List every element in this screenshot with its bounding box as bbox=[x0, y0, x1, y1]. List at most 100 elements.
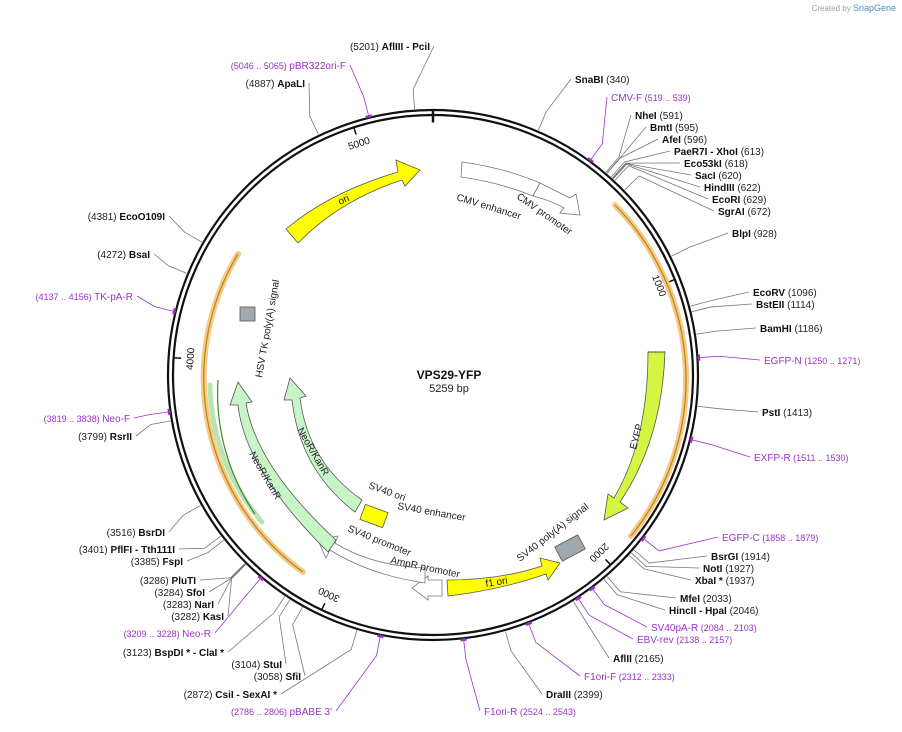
site-leader-line bbox=[631, 552, 700, 569]
tick-label: 5000 bbox=[347, 135, 372, 152]
leader-lines bbox=[133, 45, 761, 712]
primer-binding-mark bbox=[365, 114, 373, 119]
orf-highlight-neo-line bbox=[203, 253, 304, 573]
site-leader-line bbox=[308, 82, 319, 135]
restriction-site-label: BstEII (1114) bbox=[756, 300, 815, 311]
site-leader-line bbox=[605, 114, 632, 173]
neo-outer-arrow bbox=[229, 381, 337, 553]
primer-binding-mark bbox=[589, 585, 596, 592]
feature-label-hsv-tk-polya: HSV TK poly(A) signal bbox=[254, 279, 282, 379]
restriction-site-label: MfeI (2033) bbox=[680, 594, 732, 605]
primer-label: EBV-rev (2138 .. 2157) bbox=[637, 635, 732, 646]
site-leader-line bbox=[186, 539, 225, 562]
site-leader-line bbox=[603, 579, 666, 611]
backbone-outer bbox=[166, 108, 700, 642]
primer-leader-line bbox=[590, 586, 648, 628]
tick-mark bbox=[353, 127, 357, 135]
primer-leader-line bbox=[214, 576, 263, 634]
site-leader-line bbox=[280, 630, 358, 695]
restriction-site-label: (3401) PflFI - Tth111I bbox=[79, 545, 175, 556]
f1-ori-arrow bbox=[446, 557, 561, 597]
primer-label: (3209 .. 3228) Neo-R bbox=[124, 629, 211, 640]
primer-leader-line bbox=[335, 634, 382, 712]
primer-leader-line bbox=[588, 96, 608, 162]
restriction-site-label: (3282) KasI bbox=[171, 612, 224, 623]
primer-leader-line bbox=[349, 64, 370, 119]
site-leader-line bbox=[612, 163, 692, 179]
ampr-promoter-arrow bbox=[411, 575, 443, 601]
orf-highlight-inner-line bbox=[217, 379, 256, 515]
site-leader-line bbox=[696, 327, 757, 335]
primer-binding-mark bbox=[460, 638, 467, 642]
site-leader-line bbox=[612, 162, 681, 179]
primer-binding-mark bbox=[172, 307, 177, 315]
restriction-site-label: (4887) ApaLI bbox=[246, 79, 306, 90]
primer-binding-mark bbox=[257, 575, 264, 582]
primer-leader-line bbox=[641, 536, 719, 552]
site-leader-line bbox=[573, 601, 610, 659]
site-leader-line bbox=[697, 405, 759, 413]
site-leader-line bbox=[135, 420, 171, 437]
site-leader-line bbox=[633, 549, 708, 564]
cmv-enhancer-arc bbox=[460, 161, 541, 197]
restriction-site-label: (3058) SfiI bbox=[254, 672, 301, 683]
site-leader-line bbox=[690, 291, 750, 307]
restriction-site-label: SgrAI (672) bbox=[718, 207, 771, 218]
primer-label: EGFP-C (1858 .. 1879) bbox=[722, 533, 818, 544]
primer-leader-line bbox=[689, 438, 751, 458]
restriction-site-label: SnaBI (340) bbox=[575, 75, 629, 86]
restriction-site-label: (3123) BspDI * - ClaI * bbox=[123, 648, 224, 659]
restriction-site-label: (4381) EcoO109I bbox=[88, 212, 165, 223]
sv40-polya-box bbox=[554, 534, 586, 562]
site-leader-line bbox=[610, 150, 671, 178]
snapgene-watermark: Created by SnapGene bbox=[811, 3, 896, 13]
restriction-site-label: (2872) CsiI - SexAI * bbox=[184, 690, 277, 701]
primer-label: (2786 .. 2806) pBABE 3' bbox=[231, 707, 332, 718]
feature-label-sv40-enhancer: SV40 enhancer bbox=[396, 501, 466, 524]
feature-label-f1-ori: f1 ori bbox=[485, 576, 509, 590]
site-leader-line bbox=[199, 563, 246, 581]
primer-label: (3819 .. 3838) Neo-F bbox=[44, 414, 130, 425]
restriction-site-label: AflII (2165) bbox=[613, 654, 664, 665]
site-leader-line bbox=[613, 163, 701, 188]
feature-label-sv40-ori: SV40 ori bbox=[367, 480, 407, 503]
primer-leader-line bbox=[527, 621, 581, 677]
restriction-site-label: (3516) BsrDI bbox=[107, 528, 166, 539]
site-leader-line bbox=[292, 607, 306, 677]
restriction-site-label: PaeR7I - XhoI (613) bbox=[674, 147, 764, 158]
restriction-site-label: (3104) StuI bbox=[231, 660, 282, 671]
sv40-ori-box bbox=[359, 503, 389, 529]
restriction-site-label: (3799) RsrII bbox=[78, 432, 132, 443]
primer-binding-mark bbox=[525, 621, 533, 627]
restriction-site-label: HincII - HpaI (2046) bbox=[669, 606, 758, 617]
restriction-site-label: (3284) SfoI bbox=[154, 588, 205, 599]
site-leader-line bbox=[412, 45, 435, 110]
primer-binding-mark bbox=[587, 157, 594, 163]
primer-binding-mark bbox=[689, 436, 694, 444]
restriction-site-label: EcoRI (629) bbox=[712, 195, 766, 206]
site-leader-line bbox=[278, 599, 291, 665]
primer-leader-line bbox=[463, 637, 481, 712]
tick-label: 4000 bbox=[185, 347, 197, 370]
site-leader-line bbox=[606, 138, 659, 174]
neo-inner-arrow bbox=[283, 377, 363, 513]
primer-binding-mark bbox=[574, 595, 582, 602]
site-leader-line bbox=[168, 215, 203, 243]
feature-label-cmv-enhancer: CMV enhancer bbox=[455, 192, 523, 222]
primer-leader-line bbox=[696, 355, 761, 361]
primer-label: (4137 .. 4156) TK-pA-R bbox=[36, 292, 133, 303]
site-leader-line bbox=[691, 303, 753, 313]
restriction-site-label: PstI (1413) bbox=[762, 408, 812, 419]
site-leader-line bbox=[227, 564, 246, 617]
plasmid-length: 5259 bp bbox=[429, 383, 469, 395]
ori-arrow bbox=[285, 159, 421, 244]
primer-binding-mark bbox=[167, 408, 171, 416]
tick-label: 3000 bbox=[316, 584, 341, 604]
primer-binding-mark bbox=[376, 634, 384, 639]
site-leader-line bbox=[168, 505, 201, 533]
primer-label: (5046 .. 5065) pBR322ori-F bbox=[231, 61, 346, 72]
site-leader-line bbox=[614, 165, 709, 200]
restriction-site-label: SacI (620) bbox=[695, 171, 742, 182]
